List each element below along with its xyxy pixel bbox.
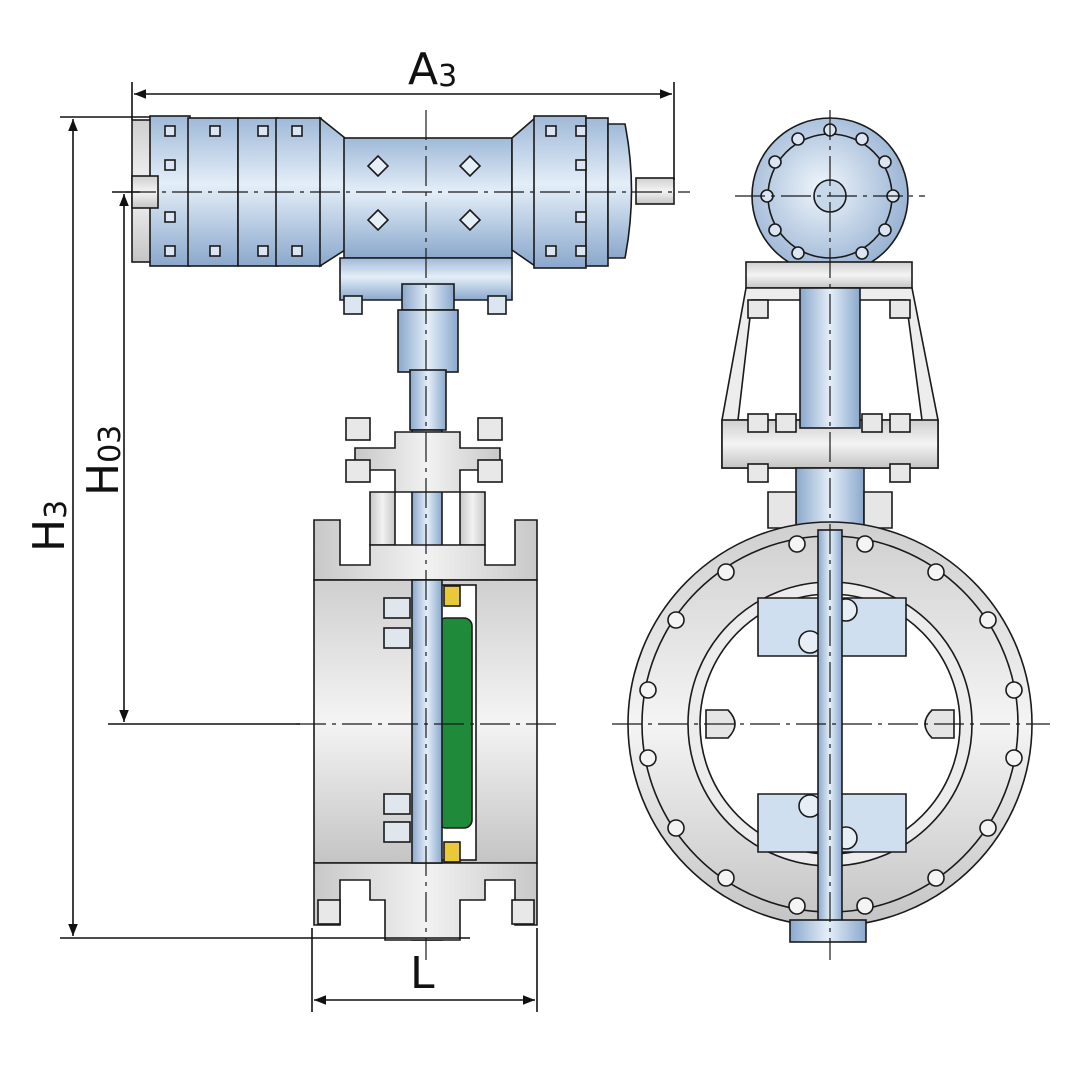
front-view	[131, 115, 675, 941]
centerlines	[126, 110, 1050, 960]
actuator	[131, 115, 675, 315]
dimension-label-h03: H03	[78, 425, 129, 496]
dimension-label-a3: A3	[408, 44, 457, 95]
dimension-label-l: L	[410, 948, 435, 999]
side-view	[627, 117, 1033, 943]
bonnet	[345, 417, 503, 546]
dimension-label-h3: H3	[24, 500, 75, 552]
dimension-lines	[60, 82, 675, 1012]
